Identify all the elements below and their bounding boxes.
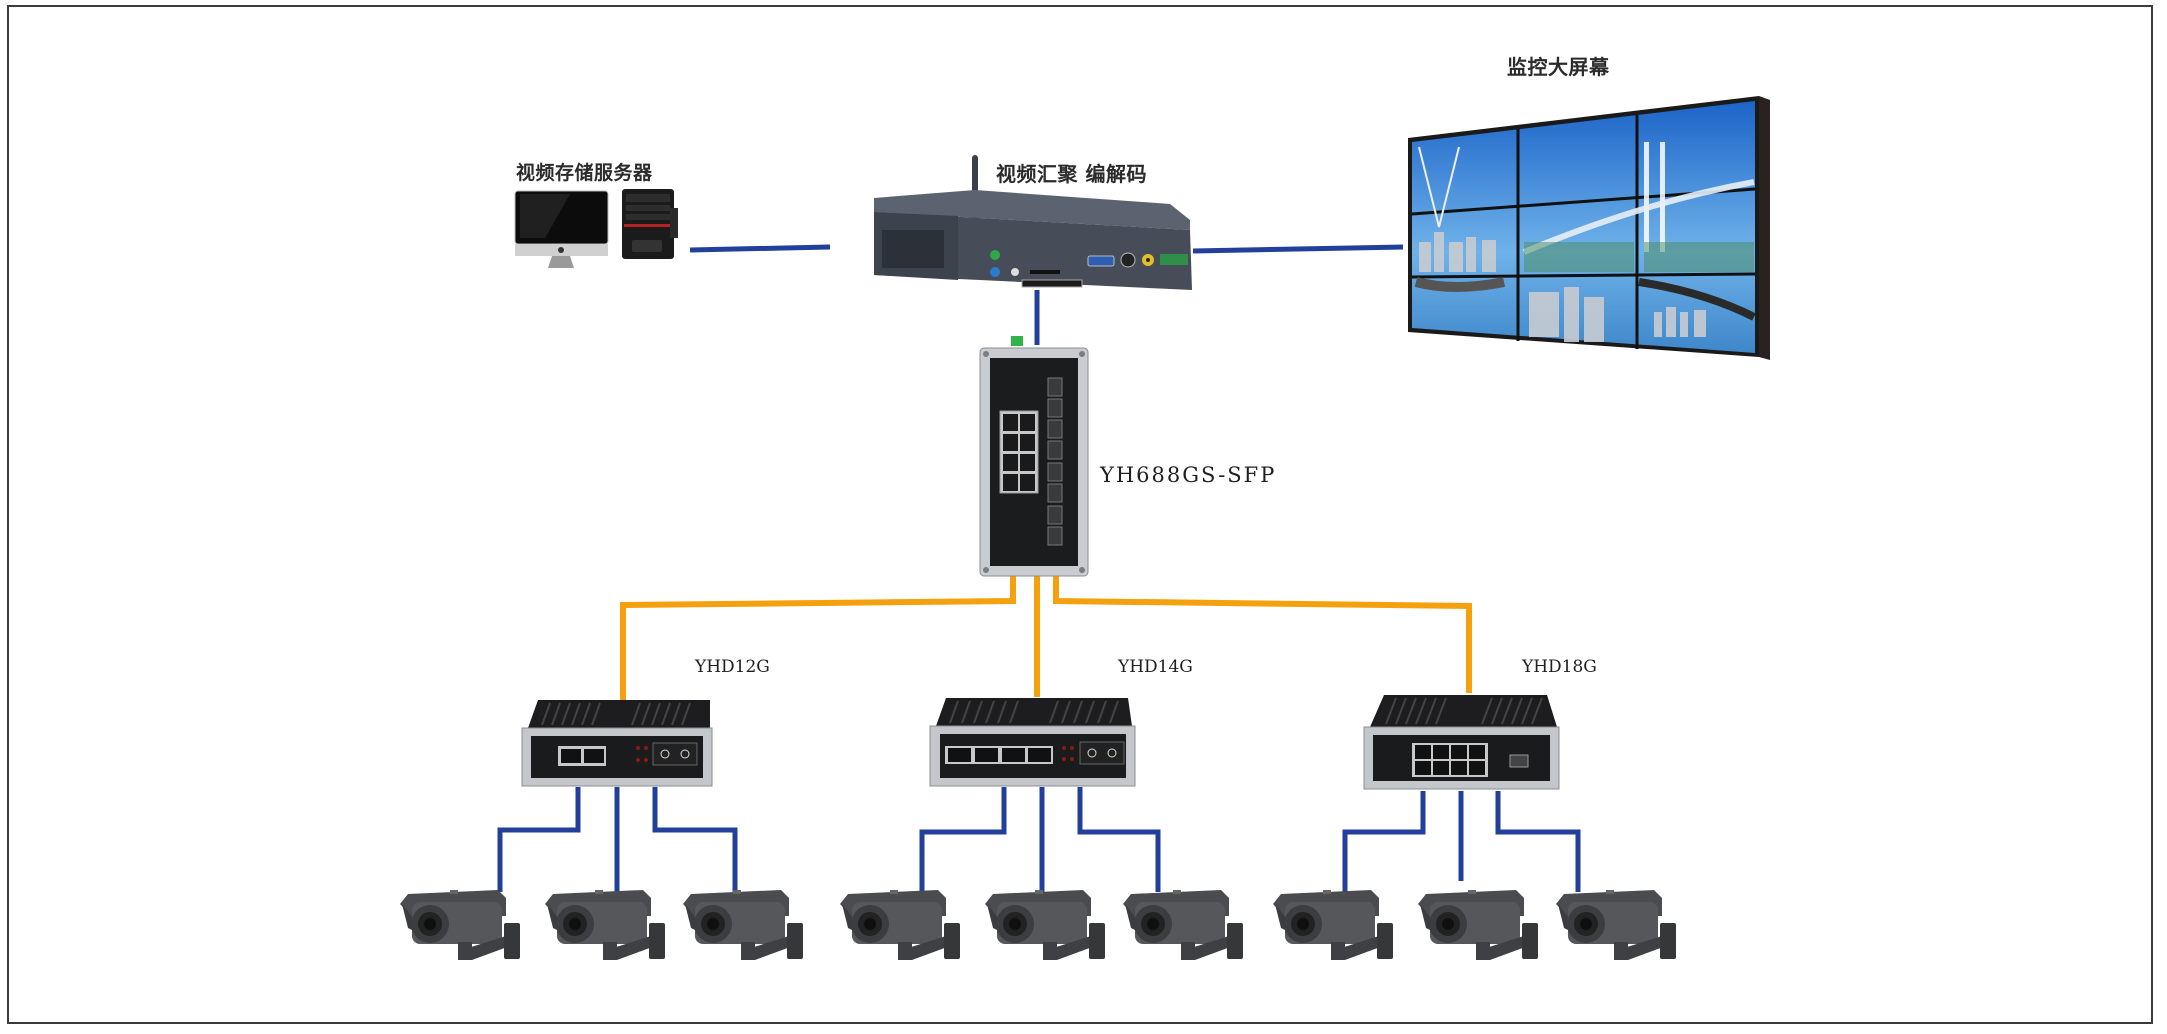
link-encoder-videowall: [1192, 244, 1404, 254]
core-switch: [979, 336, 1089, 577]
camera-icon: [1273, 890, 1393, 960]
core-switch-label: YH688GS-SFP: [1100, 463, 1277, 487]
monitor-icon: [514, 190, 609, 268]
power-terminal-icon: [1011, 336, 1023, 346]
link-core-yhd18g: [1053, 575, 1472, 693]
access-switch-yhd12g: [521, 700, 713, 787]
videowall-label: 监控大屏幕: [1507, 55, 1610, 79]
camera-icon: [1418, 890, 1538, 960]
link-yhd14g-cam1: [919, 787, 1007, 892]
access-switch-yhd14g: [929, 698, 1136, 787]
camera-group-2: [840, 890, 1243, 960]
storage-server: [514, 189, 678, 268]
link-storage-encoder: [689, 244, 831, 253]
yhd18g-label: YHD18G: [1522, 657, 1597, 677]
link-yhd18g-cam3: [1495, 791, 1581, 892]
camera-icon: [400, 890, 520, 960]
video-wall: [1408, 96, 1770, 360]
encoder-box: [874, 155, 1192, 290]
camera-icon: [683, 890, 803, 960]
yhd12g-label: YHD12G: [695, 657, 770, 677]
camera-icon: [1123, 890, 1243, 960]
access-switch-yhd18g: [1363, 695, 1560, 790]
camera-icon: [985, 890, 1105, 960]
link-yhd18g-cam1: [1342, 791, 1426, 892]
diagram-frame: [7, 5, 2153, 1024]
camera-group-3: [1273, 890, 1676, 960]
link-yhd14g-cam3: [1077, 787, 1161, 892]
link-core-yhd12g: [620, 575, 1016, 702]
encoder-label: 视频汇聚 编解码: [996, 162, 1147, 186]
link-yhd12g-cam3: [652, 787, 738, 892]
sfp-port-column: [1047, 377, 1063, 546]
link-yhd12g-cam1: [497, 787, 581, 892]
camera-icon: [1556, 890, 1676, 960]
camera-group-1: [400, 890, 803, 960]
camera-icon: [840, 890, 960, 960]
yhd14g-label: YHD14G: [1118, 657, 1193, 677]
camera-icon: [545, 890, 665, 960]
storage-label: 视频存储服务器: [516, 162, 653, 184]
server-tower-icon: [622, 189, 678, 259]
